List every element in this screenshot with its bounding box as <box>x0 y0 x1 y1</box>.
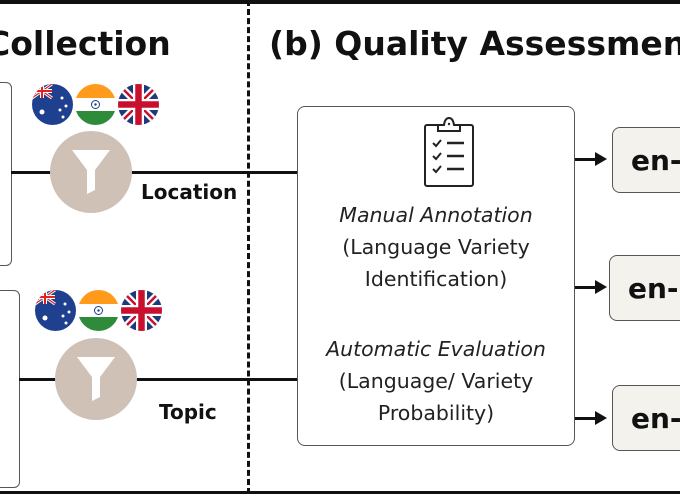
arrowhead-3 <box>595 411 607 425</box>
output-label-1: en-AU <box>631 143 680 177</box>
filter-label-location: Location <box>141 180 238 204</box>
uk-flag-icon <box>121 290 162 331</box>
source-box-topic <box>0 290 20 488</box>
funnel-icon <box>77 357 115 401</box>
filter-label-topic: Topic <box>159 400 217 424</box>
clipboard-checklist-icon <box>424 116 474 187</box>
manual-annotation-title: Manual Annotation <box>339 203 533 227</box>
manual-annotation-desc-1: (Language Variety <box>342 235 530 259</box>
bottom-border <box>0 491 680 494</box>
source-box-location <box>0 82 12 266</box>
automatic-evaluation-desc-1: (Language/ Variety <box>338 369 534 393</box>
quality-assessment-box: Manual Annotation (Language Variety Iden… <box>297 106 575 446</box>
filter-topic <box>55 338 137 420</box>
funnel-icon <box>72 150 110 194</box>
filter-location <box>50 131 132 213</box>
arrow-line-1 <box>575 158 595 161</box>
output-box-3: en-UK <box>612 385 680 451</box>
uk-flag-icon <box>118 84 159 125</box>
arrowhead-1 <box>595 152 607 166</box>
arrow-line-3 <box>575 417 595 420</box>
australia-flag-icon <box>35 290 76 331</box>
automatic-evaluation-desc-2: Probability) <box>377 401 495 425</box>
output-box-1: en-AU <box>612 127 680 193</box>
flag-group-location <box>32 84 161 125</box>
output-label-2: en-IN <box>628 271 680 305</box>
top-border <box>0 0 680 4</box>
connector-location <box>11 171 298 174</box>
india-flag-icon <box>78 290 119 331</box>
india-flag-icon <box>75 84 116 125</box>
manual-annotation-desc-2: Identification) <box>364 267 508 291</box>
output-label-3: en-UK <box>631 401 680 435</box>
section-b-title: (b) Quality Assessment <box>269 24 680 63</box>
arrowhead-2 <box>595 280 607 294</box>
flag-group-topic <box>35 290 164 331</box>
section-divider <box>247 0 250 494</box>
output-box-2: en-IN <box>609 255 680 321</box>
automatic-evaluation-title: Automatic Evaluation <box>326 337 546 361</box>
australia-flag-icon <box>32 84 73 125</box>
section-a-title: Collection <box>0 24 171 63</box>
connector-topic <box>19 378 298 381</box>
arrow-line-2 <box>575 286 595 289</box>
